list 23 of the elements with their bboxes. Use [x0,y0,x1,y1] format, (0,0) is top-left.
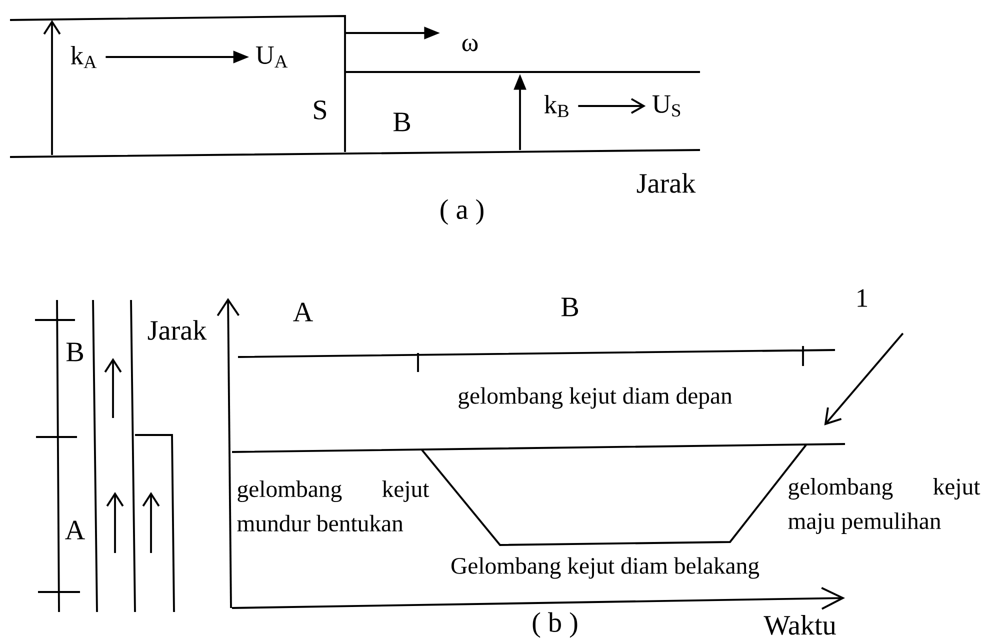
text-label: B [66,342,84,362]
symbol-label: U$_{S}$ [652,95,680,117]
text-label: gelombang kejut maju pemulihan [788,478,980,534]
symbol-label: k$_{A}$ [70,46,97,68]
text-label: Gelombang kejut diam belakang [451,557,760,579]
symbol-label: U$_{A}$ [256,46,288,68]
text-label: A [65,520,85,540]
text-label: B [393,112,410,132]
text-label: Waktu [764,615,836,635]
text-label: Jarak [148,320,207,340]
leader-line [824,332,904,426]
symbol-label: k$_{B}$ [544,94,568,118]
arrow [578,98,646,114]
text-label: gelombang kejut mundur bentukan [237,480,430,532]
text-label: S [314,100,326,120]
text-label: ( a ) [440,199,484,225]
symbol-label: 1 [858,289,868,307]
text-label: A [293,302,313,322]
speed-symbol: ω [462,38,478,52]
text-label: ( b ) [532,612,578,638]
text-label: B [561,298,578,316]
text-label: gelombang kejut diam depan [458,387,732,409]
text-label: Jarak [636,173,696,193]
